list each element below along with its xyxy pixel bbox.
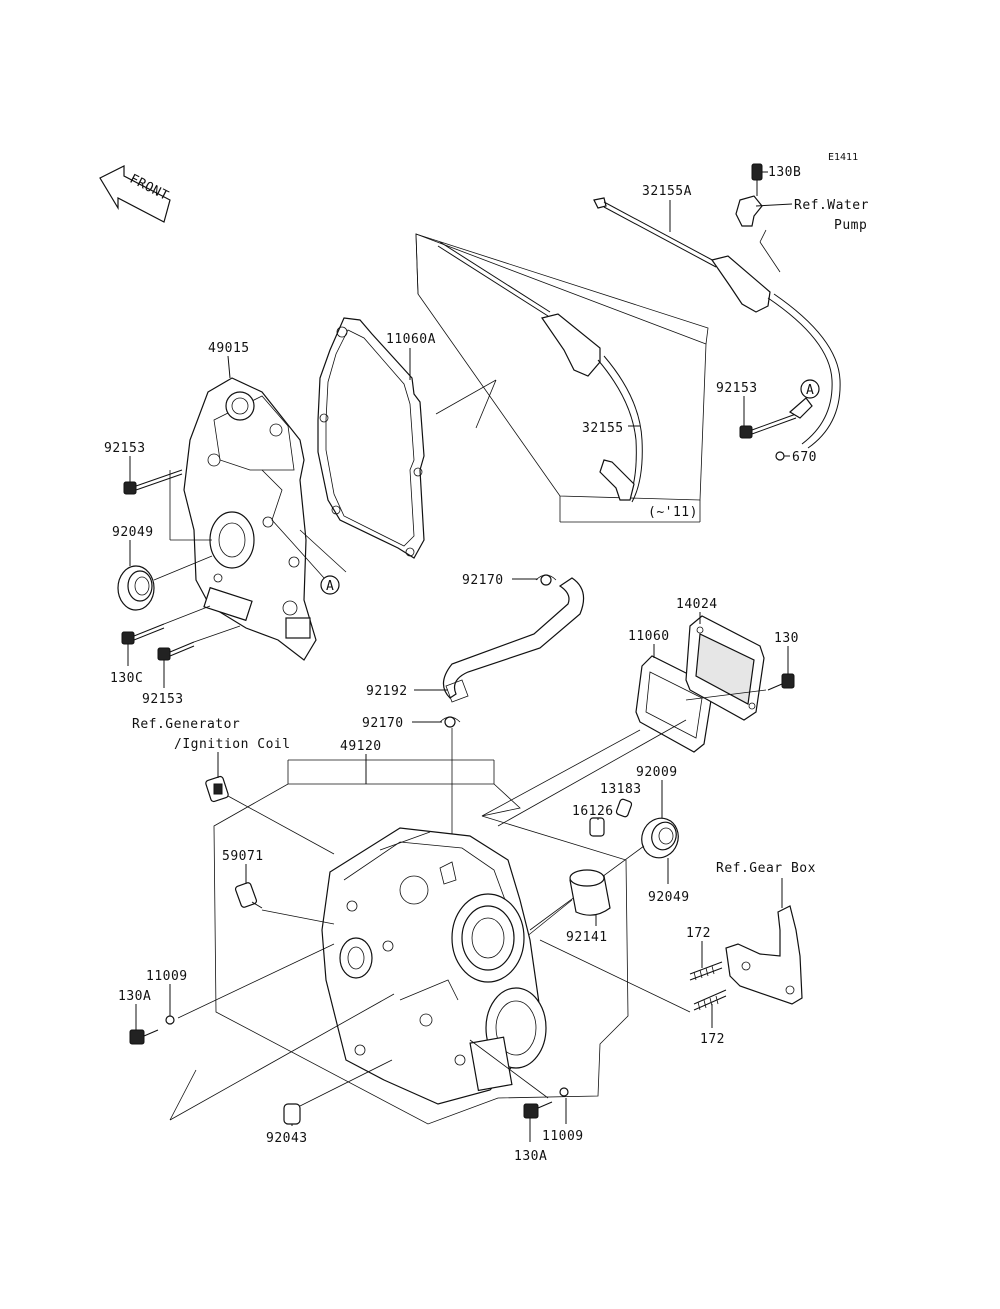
bolt-130	[767, 673, 795, 691]
clamp-92170-bottom	[439, 716, 461, 728]
label-130A-left: 130A	[118, 989, 151, 1004]
pin-13183	[615, 798, 633, 818]
stud-172-top	[689, 961, 723, 981]
bolt-130A-left	[129, 1029, 159, 1045]
breather-cover-14024	[685, 615, 765, 721]
oil-seal-92049-left	[117, 565, 155, 611]
frame-32155	[415, 233, 709, 501]
oring-670	[775, 451, 785, 461]
label-92049-left: 92049	[112, 525, 154, 540]
label-16126: 16126	[572, 804, 614, 819]
label-13183: 13183	[600, 782, 642, 797]
label-92153-bottom: 92153	[142, 692, 184, 707]
gear-box-bracket	[725, 905, 803, 1005]
bolt-92153-bottom	[157, 641, 195, 661]
label-14024: 14024	[676, 597, 718, 612]
bushing-92141	[569, 869, 611, 916]
clamp-92170-top	[535, 574, 557, 586]
bolt-92153-left	[123, 469, 183, 495]
sensor-59071	[234, 882, 263, 909]
label-92049-right: 92049	[648, 890, 690, 905]
dowel-92043	[283, 1103, 301, 1125]
label-11009-left: 11009	[146, 969, 188, 984]
label-130C: 130C	[110, 671, 143, 686]
label-130B: 130B	[768, 165, 801, 180]
dipstick-tab	[788, 397, 813, 419]
callout-a-left-label: A	[326, 579, 334, 594]
callout-a-left	[320, 575, 340, 595]
label-92009: 92009	[636, 765, 678, 780]
label-up-to-11: (~'11)	[648, 505, 698, 520]
dipstick-32155A	[593, 197, 841, 449]
stud-172-bottom	[693, 989, 727, 1011]
label-172-bottom: 172	[700, 1032, 725, 1047]
label-92192: 92192	[366, 684, 408, 699]
oil-seal-92049-right	[641, 817, 679, 859]
generator-connector	[205, 775, 229, 803]
ref-gear-box: Ref.Gear Box	[716, 861, 816, 876]
crankcase-49120	[321, 827, 547, 1105]
label-11060: 11060	[628, 629, 670, 644]
bolt-92153-right	[739, 413, 797, 439]
dipstick-32155	[437, 241, 643, 503]
label-49120: 49120	[340, 739, 382, 754]
bolt-130B	[751, 163, 763, 196]
label-11009-right: 11009	[542, 1129, 584, 1144]
label-92153-left: 92153	[104, 441, 146, 456]
gasket-11060A	[317, 317, 425, 559]
water-pump-bracket	[735, 195, 763, 227]
label-92043: 92043	[266, 1131, 308, 1146]
label-172-top: 172	[686, 926, 711, 941]
label-92170-top: 92170	[462, 573, 504, 588]
label-92141: 92141	[566, 930, 608, 945]
callout-a-right	[800, 379, 820, 399]
label-130: 130	[774, 631, 799, 646]
label-670: 670	[792, 450, 817, 465]
label-49015: 49015	[208, 341, 250, 356]
ref-water-pump-line1: Ref.Water	[794, 198, 869, 213]
label-130A-right: 130A	[514, 1149, 547, 1164]
bolt-130C	[121, 623, 165, 645]
dowel-16126	[589, 817, 605, 837]
callout-a-right-label: A	[806, 383, 814, 398]
ref-generator-line1: Ref.Generator	[132, 717, 240, 732]
bolt-130A-right	[523, 1101, 553, 1119]
label-92153-right: 92153	[716, 381, 758, 396]
ref-water-pump-line2: Pump	[834, 218, 867, 233]
front-arrow-icon: FRONT	[99, 165, 171, 223]
label-32155A: 32155A	[642, 184, 692, 199]
front-cover-49015	[183, 377, 317, 661]
diagram-code: E1411	[828, 152, 858, 163]
label-11060A: 11060A	[386, 332, 436, 347]
label-32155: 32155	[582, 421, 624, 436]
washer-11009-right	[559, 1087, 569, 1097]
breather-hose-92192	[442, 577, 585, 703]
label-59071: 59071	[222, 849, 264, 864]
ref-generator-line2: /Ignition Coil	[174, 737, 291, 752]
washer-11009-left	[165, 1015, 175, 1025]
label-92170-bottom: 92170	[362, 716, 404, 731]
